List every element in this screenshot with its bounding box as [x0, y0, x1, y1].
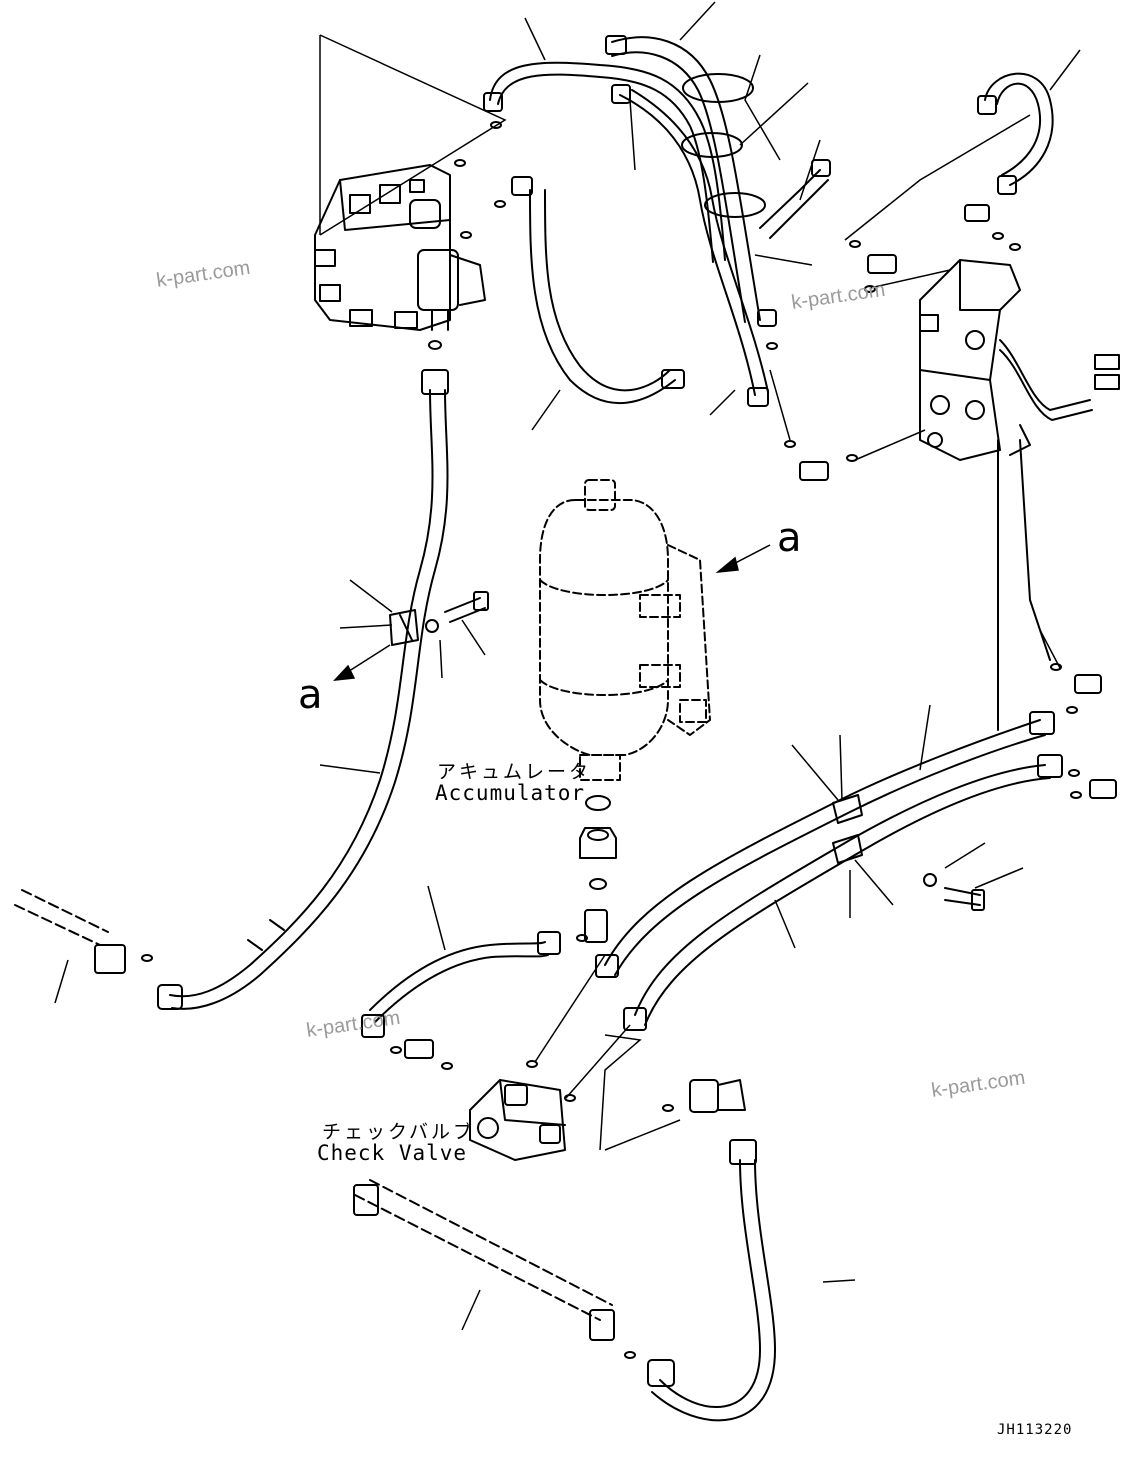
upper-hose-3: [611, 84, 769, 407]
upper-hose-1: [483, 61, 726, 263]
right-valve-block: [919, 259, 1120, 461]
accumulator-fitting: [579, 827, 617, 859]
leader-lines: [54, 1, 1081, 1331]
fitting-r2: [867, 254, 897, 274]
callout-a-accumulator: a: [777, 515, 802, 561]
lower-long-hose: [647, 1139, 776, 1422]
o-ring-1: [585, 795, 611, 811]
accumulator-body: [539, 479, 711, 781]
clamp-ring-3: [704, 192, 766, 218]
left-hose-clamp: [389, 591, 489, 646]
lower-phantom-pipe: [353, 1179, 615, 1341]
guide-line-r2: [1019, 439, 1051, 661]
check-valve-hose: [361, 931, 561, 1038]
callout-a-clamp: a: [298, 672, 323, 718]
check-valve: [469, 1079, 566, 1161]
fitting-r5: [1089, 779, 1117, 799]
nipple-fitting: [584, 909, 608, 943]
check-valve-label-en: Check Valve: [317, 1141, 468, 1165]
accumulator-label-en: Accumulator: [435, 781, 586, 805]
middle-curved-hose: [511, 176, 685, 405]
upper-phantom-pipe: [14, 889, 126, 974]
left-long-hose: [157, 369, 449, 1010]
clamp-ring-2: [681, 132, 743, 158]
accumulator-label-jp: アキュムレータ: [437, 761, 592, 783]
twin-hose-lower: [623, 754, 1063, 1031]
clamp-ring-1: [682, 73, 754, 103]
o-rings: [141, 121, 1082, 1359]
fitting-r4: [1074, 674, 1102, 694]
twin-hose-clamps: [832, 794, 985, 911]
fitting-r1: [964, 204, 990, 222]
elbow-fitting: [689, 1079, 746, 1113]
top-right-hose: [977, 72, 1054, 195]
callout-arrows: [333, 544, 771, 681]
fitting-r3: [799, 461, 829, 481]
check-valve-label-jp: チェックバルブ: [322, 1121, 476, 1143]
o-ring-2: [589, 878, 607, 890]
fitting-cv1: [404, 1039, 434, 1059]
short-hose: [759, 159, 831, 239]
drawing-reference: JH113220: [997, 1422, 1073, 1438]
twin-hose-upper: [595, 711, 1055, 978]
manifold-valve-block: [314, 164, 486, 331]
